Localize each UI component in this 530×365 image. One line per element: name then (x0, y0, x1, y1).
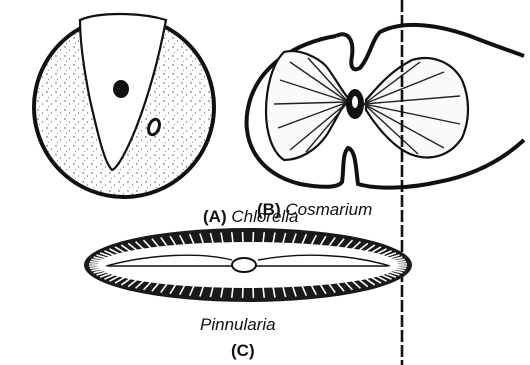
chlorella-nucleus (113, 80, 129, 98)
caption-pinnularia-name-wrap: Pinnularia (200, 315, 276, 335)
caption-chlorella-letter: (A) (203, 207, 227, 226)
pinnularia-cell (84, 228, 412, 302)
caption-cosmarium: (B) Cosmarium (257, 200, 372, 220)
pinnularia-central-nodule (232, 258, 256, 272)
cosmarium-left-chloroplast (266, 51, 348, 160)
cosmarium-cell (247, 25, 524, 188)
caption-cosmarium-letter: (B) (257, 200, 281, 219)
caption-pinnularia-letter: (C) (231, 341, 255, 360)
caption-pinnularia-name: Pinnularia (200, 315, 276, 334)
caption-pinnularia-letter-wrap: (C) (231, 341, 255, 361)
caption-cosmarium-name: Cosmarium (285, 200, 372, 219)
chlorella-cell (34, 14, 214, 197)
cosmarium-nucleus-highlight (352, 96, 358, 108)
